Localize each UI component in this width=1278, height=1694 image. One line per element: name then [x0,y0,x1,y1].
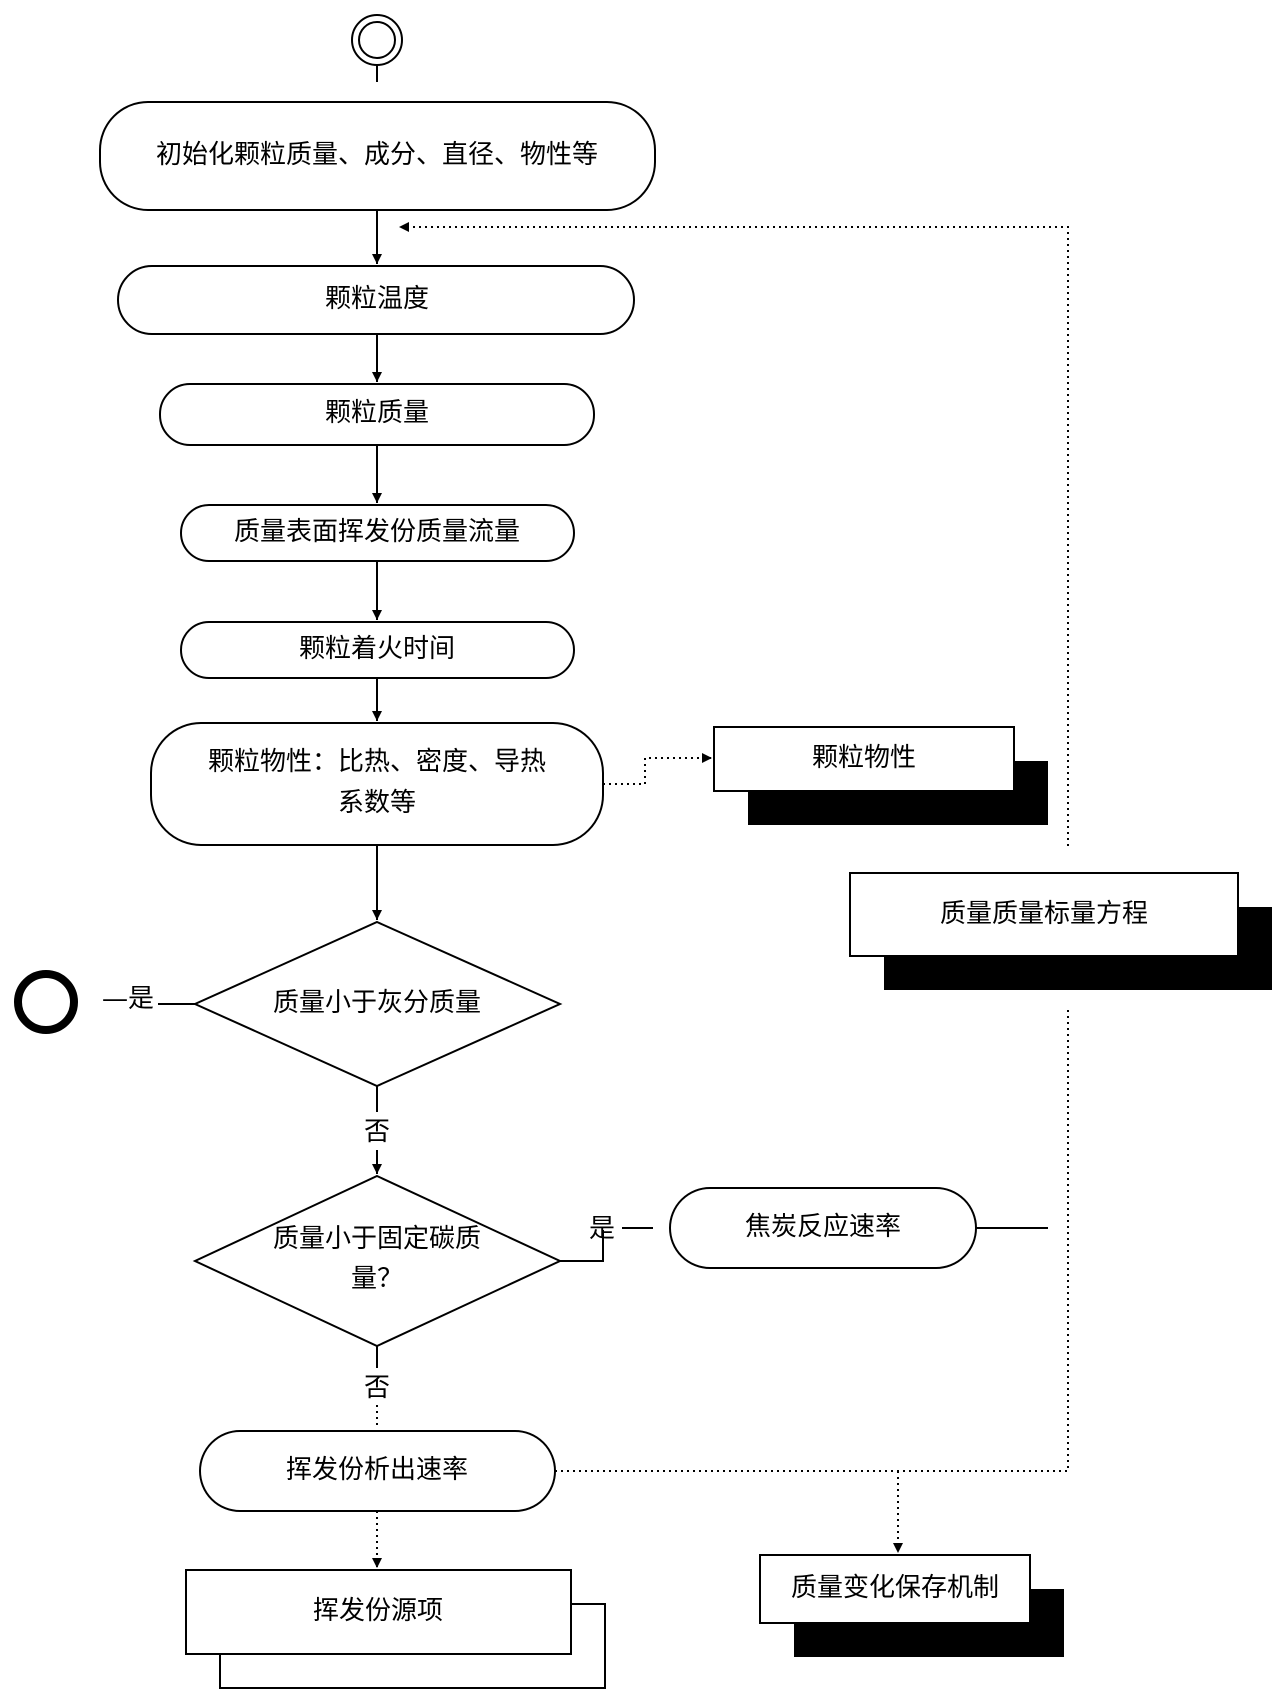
ignition-label: 颗粒着火时间 [299,634,455,664]
decision-carbon-label-line1: 质量小于固定碳质 [273,1224,481,1254]
char-rate-label: 焦炭反应速率 [745,1212,901,1242]
temperature-label: 颗粒温度 [325,284,429,314]
no-ash-label: 否 [364,1117,390,1147]
properties-note-label: 颗粒物性 [812,743,916,773]
start-node [352,15,402,65]
volatile-source-label: 挥发份源项 [313,1596,443,1626]
devol-rate-label: 挥发份析出速率 [286,1455,468,1485]
yes-ash-label: —是 [102,984,154,1014]
scalar-equation-label: 质量质量标量方程 [940,899,1148,929]
properties-node [151,723,603,845]
init-label: 初始化颗粒质量、成分、直径、物性等 [156,140,598,170]
no-carbon-label: 否 [364,1373,390,1403]
mass-label: 颗粒质量 [325,398,429,428]
properties-label-line1: 颗粒物性：比热、密度、导热 [208,747,546,777]
decision-carbon-label-line2: 量？ [351,1264,403,1294]
end-node [18,974,74,1030]
decision-carbon-node [195,1176,560,1346]
mass-conservation-label: 质量变化保存机制 [791,1573,999,1603]
arrow-properties-note [603,758,712,784]
properties-label-line2: 系数等 [338,788,416,818]
surface-flux-label: 质量表面挥发份质量流量 [234,517,520,547]
yes-carbon-label: 是 [589,1214,615,1244]
decision-ash-label: 质量小于灰分质量 [273,988,481,1018]
